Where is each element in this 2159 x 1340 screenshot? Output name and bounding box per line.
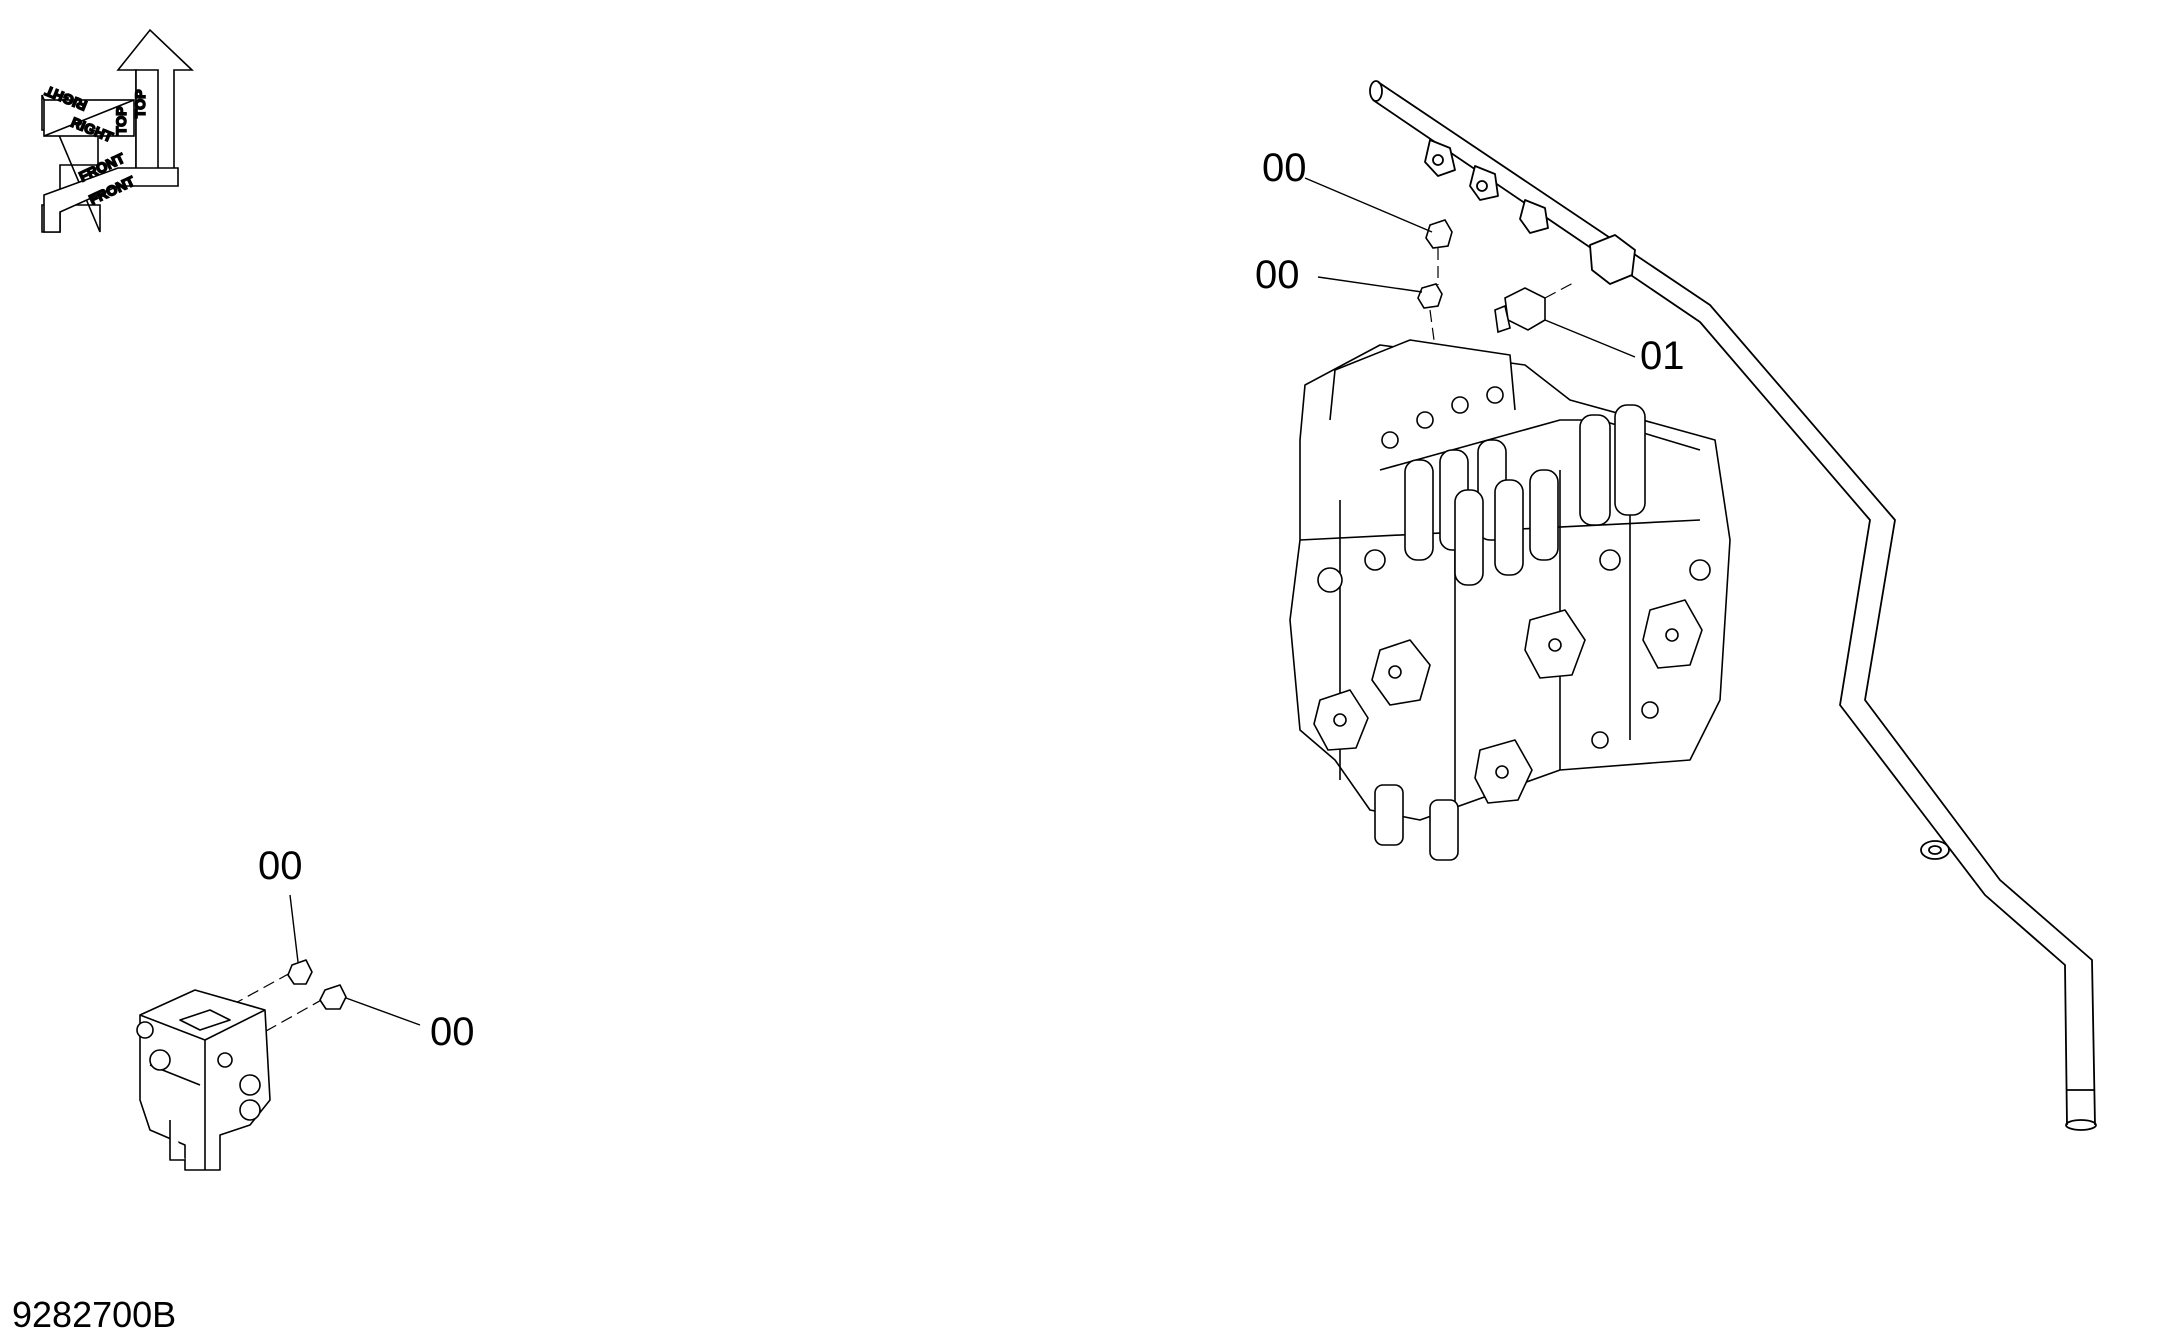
pipe [1369, 80, 2097, 1131]
orientation-indicator: TOP TOP RIGHT RIGHT FRONT FRONT [41, 28, 194, 233]
plugs [1417, 219, 1546, 334]
orientation-label-top-1: TOP [132, 89, 148, 118]
alignment-lines [231, 248, 1576, 1041]
orientation-label-top-2: TOP [113, 106, 129, 135]
callout-01: 01 [1640, 334, 1685, 378]
control-valve [1289, 339, 1731, 861]
callout-00-top: 00 [1262, 146, 1307, 190]
callout-00-lower-left-right: 00 [430, 1010, 475, 1054]
valve-block [136, 959, 347, 1171]
leader-lines [289, 177, 1636, 1026]
callout-00-middle: 00 [1255, 253, 1300, 297]
callout-00-lower-left-top: 00 [258, 844, 303, 888]
document-id: 9282700B [12, 1294, 177, 1335]
